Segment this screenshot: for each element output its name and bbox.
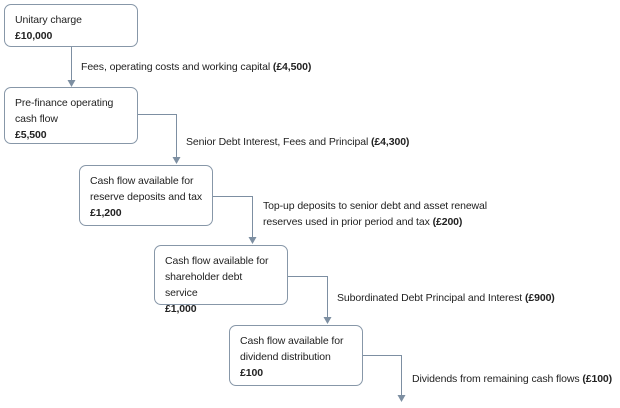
node-pre-finance-cash-flow: Pre-finance operating cash flow £5,500 [4, 87, 138, 144]
node-value: £10,000 [15, 30, 53, 42]
edge-amount: (£4,300) [371, 136, 410, 148]
connector-4 [287, 276, 328, 319]
edge-label-fees: Fees, operating costs and working capita… [81, 59, 311, 75]
edge-label-top-up-deposits: Top-up deposits to senior debt and asset… [263, 198, 513, 230]
arrowhead-2 [172, 157, 181, 164]
node-label: Pre-finance operating cash flow [15, 97, 114, 125]
connector-5 [362, 355, 402, 397]
edge-text: Dividends from remaining cash flows [412, 373, 580, 385]
edge-text: Top-up deposits to senior debt and asset… [263, 200, 488, 228]
edge-label-subordinated-debt: Subordinated Debt Principal and Interest… [337, 290, 555, 306]
node-label: Unitary charge [15, 14, 82, 26]
edge-text: Fees, operating costs and working capita… [81, 61, 271, 73]
edge-amount: (£100) [582, 373, 613, 385]
connector-3 [212, 196, 253, 239]
arrowhead-3 [248, 237, 257, 244]
arrowhead-1 [67, 80, 76, 87]
edge-text: Senior Debt Interest, Fees and Principal [186, 136, 369, 148]
node-label: Cash flow available for dividend distrib… [240, 335, 344, 363]
node-label: Cash flow available for shareholder debt… [165, 255, 269, 299]
edge-amount: (£4,500) [272, 61, 312, 73]
edge-label-dividends: Dividends from remaining cash flows (£10… [412, 371, 612, 387]
node-reserve-deposits-tax: Cash flow available for reserve deposits… [79, 165, 213, 226]
node-dividend-distribution: Cash flow available for dividend distrib… [229, 325, 363, 386]
node-shareholder-debt-service: Cash flow available for shareholder debt… [154, 245, 288, 315]
connector-2 [137, 114, 177, 159]
edge-text: Subordinated Debt Principal and Interest [337, 292, 523, 304]
node-value: £100 [240, 367, 263, 379]
node-value: £5,500 [15, 129, 47, 141]
node-label: Cash flow available for reserve deposits… [90, 175, 202, 203]
edge-amount: (£900) [524, 292, 555, 304]
edge-label-senior-debt: Senior Debt Interest, Fees and Principal… [186, 134, 409, 150]
arrowhead-4 [323, 317, 332, 324]
node-unitary-charge: Unitary charge £10,000 [4, 4, 138, 47]
edge-amount: (£200) [432, 216, 463, 228]
node-value: £1,000 [165, 303, 197, 315]
arrowhead-5 [397, 395, 406, 402]
node-value: £1,200 [90, 207, 122, 219]
